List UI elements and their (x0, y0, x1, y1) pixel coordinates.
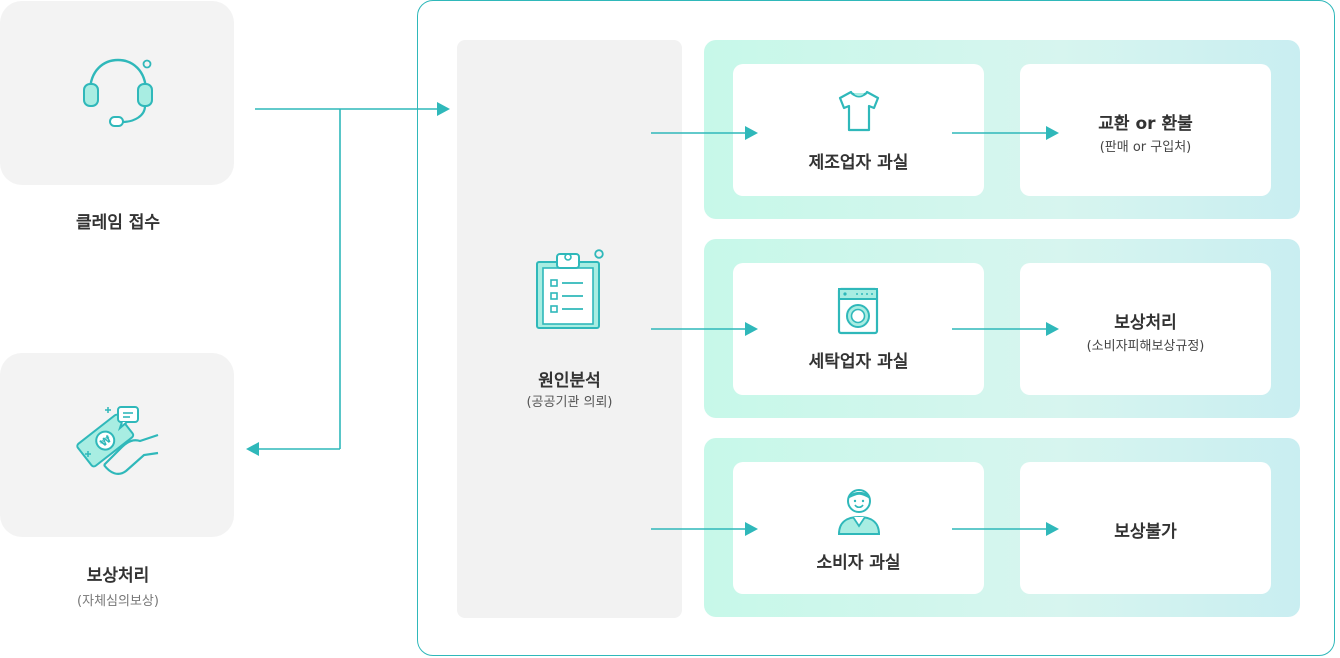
arrow-to-laundry (745, 322, 758, 336)
fault-card-laundry: 세탁업자 과실 (733, 263, 984, 395)
fault-laundry-label: 세탁업자 과실 (808, 352, 909, 372)
consumer-person-icon (837, 489, 881, 535)
arrow-to-manufacturer (745, 126, 758, 140)
cause-analysis-box: 원인분석 (공공기관 의뢰) (457, 40, 682, 618)
fault-consumer-label: 소비자 과실 (816, 553, 901, 573)
arrow-to-exchange (1046, 126, 1059, 140)
arrow-to-consumer (745, 522, 758, 536)
arrow-to-compensation (246, 442, 259, 456)
claim-label: 클레임 접수 (75, 213, 161, 233)
arrow-to-analysis (437, 102, 450, 116)
compensation-box: ₩ (0, 353, 234, 537)
tshirt-icon (838, 90, 880, 132)
washing-machine-icon (837, 287, 879, 335)
result-exchange-sub: (판매 or 구입처) (1099, 140, 1192, 155)
compensation-label: 보상처리 (86, 566, 150, 586)
result-no-compensation-label: 보상불가 (1114, 522, 1177, 542)
result-compensation-label: 보상처리 (1114, 313, 1177, 333)
arrow-to-result-compensation (1046, 322, 1059, 336)
fault-card-consumer: 소비자 과실 (733, 462, 984, 594)
result-compensation-sub: (소비자피해보상규정) (1086, 339, 1205, 354)
result-card-exchange: 교환 or 환불 (판매 or 구입처) (1020, 64, 1271, 196)
arrow-to-no-compensation (1046, 522, 1059, 536)
money-handshake-icon: ₩ (76, 406, 159, 475)
fault-manufacturer-label: 제조업자 과실 (808, 153, 909, 173)
fault-card-manufacturer: 제조업자 과실 (733, 64, 984, 196)
result-card-no-compensation: 보상불가 (1020, 462, 1271, 594)
clipboard-checklist-icon (536, 249, 604, 329)
process-frame (417, 0, 1335, 656)
svg-text:₩: ₩ (98, 434, 113, 449)
analysis-sub: (공공기관 의뢰) (526, 395, 613, 410)
result-exchange-label: 교환 or 환불 (1098, 114, 1193, 134)
claim-box (0, 1, 234, 185)
result-card-compensation: 보상처리 (소비자피해보상규정) (1020, 263, 1271, 395)
compensation-sub: (자체심의보상) (77, 594, 159, 609)
analysis-label: 원인분석 (538, 371, 601, 391)
headset-icon (83, 58, 153, 127)
